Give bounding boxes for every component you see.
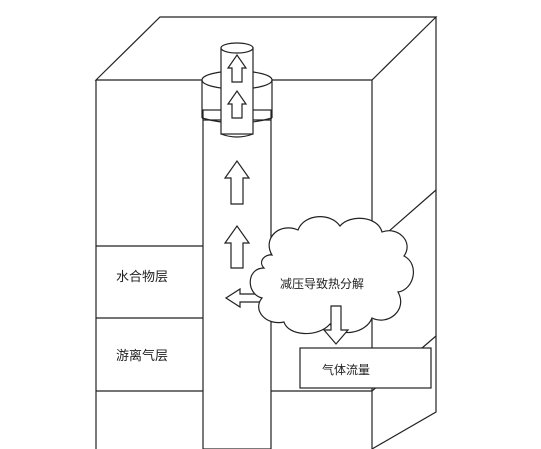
- decomposition-cloud: [249, 216, 414, 335]
- free-gas-layer-label: 游离气层: [116, 349, 169, 364]
- decompression-label: 减压导致热分解: [280, 277, 365, 291]
- gas-flow-label: 气体流量: [322, 363, 371, 377]
- left-arrow-icon: [224, 287, 263, 309]
- up-arrow-icon: [223, 159, 251, 205]
- down-arrow-icon: [322, 305, 350, 345]
- up-arrow-icon: [223, 224, 251, 269]
- production-pipe-top: [220, 42, 254, 54]
- box-right-face: [371, 17, 437, 449]
- hydrate-layer-label: 水合物层: [116, 270, 169, 285]
- up-arrow-icon: [226, 89, 248, 119]
- gas-flow-box: [299, 347, 432, 389]
- box-top-face: [94, 16, 438, 81]
- up-arrow-icon: [226, 53, 248, 83]
